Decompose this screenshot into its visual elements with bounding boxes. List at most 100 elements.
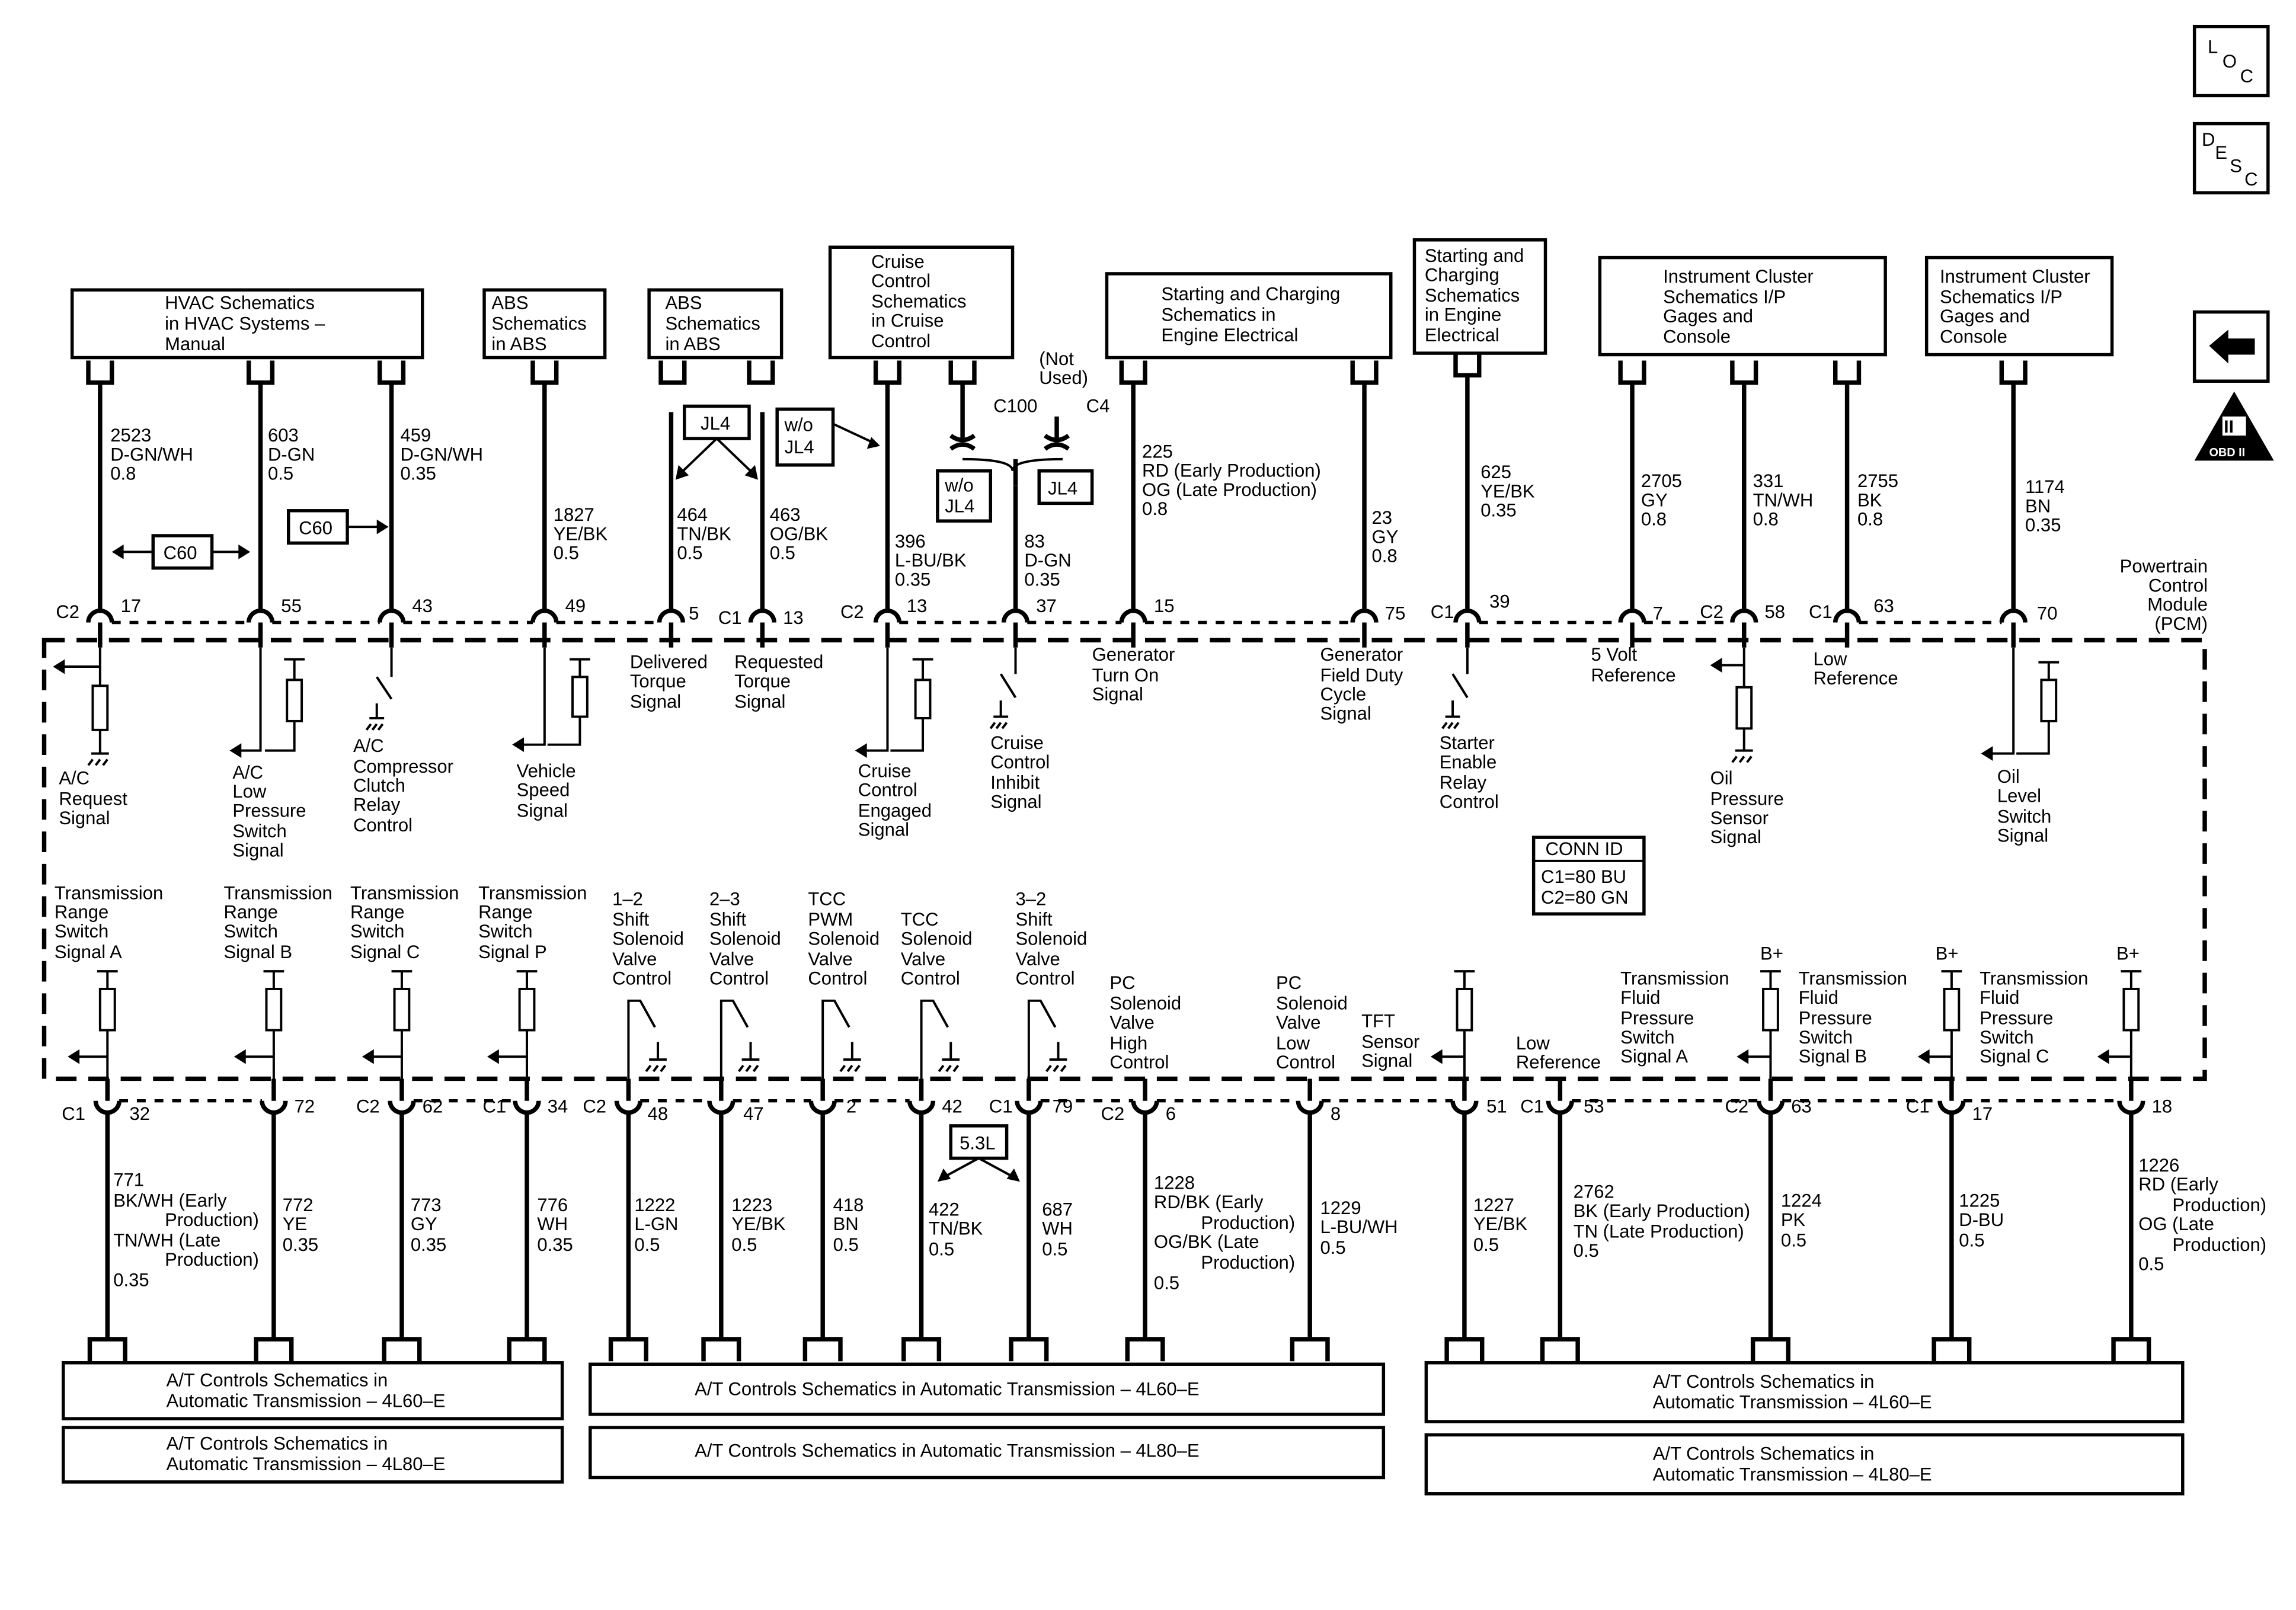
svg-text:OG/BK (Late: OG/BK (Late [1154, 1231, 1259, 1252]
svg-text:B+: B+ [2116, 943, 2140, 964]
svg-text:C1: C1 [989, 1096, 1013, 1117]
svg-text:Electrical: Electrical [1425, 325, 1499, 345]
back-arrow-button[interactable] [2192, 310, 2270, 383]
loc-button[interactable]: L O C [2192, 24, 2270, 98]
svg-text:Generator: Generator [1092, 644, 1175, 665]
svg-text:D-GN: D-GN [1024, 550, 1071, 571]
svg-text:Enable: Enable [1440, 751, 1497, 772]
svg-text:Pressure: Pressure [232, 800, 306, 821]
svg-text:Valve: Valve [901, 949, 945, 969]
ref-box-at-4l60e-center[interactable]: A/T Controls Schematics in Automatic Tra… [589, 1362, 1386, 1416]
svg-text:Signal: Signal [734, 692, 785, 712]
svg-text:5 Volt: 5 Volt [1591, 644, 1637, 665]
svg-text:Control: Control [1276, 1052, 1335, 1073]
svg-text:in ABS: in ABS [491, 334, 546, 354]
svg-text:Pressure: Pressure [1620, 1008, 1694, 1029]
ref-box-instrument-cluster-1[interactable]: Instrument Cluster Schematics I/P Gages … [1598, 255, 1887, 357]
svg-text:0.5: 0.5 [268, 463, 293, 484]
svg-text:YE/BK: YE/BK [1473, 1214, 1528, 1234]
svg-text:S: S [2230, 156, 2242, 177]
svg-text:49: 49 [565, 596, 586, 616]
ref-box-at-4l80e-left[interactable]: A/T Controls Schematics in Automatic Tra… [62, 1426, 564, 1484]
bottom-internal-circuits [68, 970, 2142, 1079]
svg-text:Speed: Speed [517, 780, 570, 801]
svg-text:Range: Range [350, 902, 404, 923]
svg-text:JL4: JL4 [785, 437, 814, 457]
ref-box-instrument-cluster-2[interactable]: Instrument Cluster Schematics I/P Gages … [1924, 255, 2114, 357]
svg-text:Module: Module [2147, 594, 2208, 615]
svg-text:Signal: Signal [232, 840, 283, 860]
svg-text:1222: 1222 [634, 1195, 675, 1215]
svg-text:Instrument Cluster: Instrument Cluster [1940, 266, 2090, 287]
svg-text:Fluid: Fluid [1799, 987, 1838, 1008]
svg-text:Torque: Torque [630, 671, 686, 692]
svg-text:0.5: 0.5 [2138, 1253, 2164, 1274]
obd-ii-button[interactable]: II OBD II [2194, 391, 2274, 461]
svg-text:0.35: 0.35 [1024, 569, 1060, 590]
svg-text:Switch: Switch [1997, 806, 2051, 827]
svg-text:Powertrain: Powertrain [2120, 556, 2208, 577]
svg-text:396: 396 [895, 531, 926, 552]
svg-text:RD (Early: RD (Early [2138, 1174, 2218, 1195]
svg-text:C1: C1 [1520, 1096, 1544, 1117]
svg-text:0.35: 0.35 [400, 463, 436, 484]
svg-text:Switch: Switch [55, 921, 108, 942]
svg-text:C2=80 GN: C2=80 GN [1541, 887, 1628, 908]
svg-text:Console: Console [1663, 327, 1731, 347]
bottom-signal-labels: Transmission Range Switch Signal A Trans… [55, 882, 2140, 1073]
svg-text:Valve: Valve [1016, 949, 1060, 969]
svg-text:Automatic Transmission – 4L80–: Automatic Transmission – 4L80–E [1653, 1464, 1932, 1484]
svg-text:Control: Control [1440, 791, 1499, 812]
svg-text:OG (Late: OG (Late [2138, 1214, 2214, 1234]
svg-text:Solenoid: Solenoid [1016, 928, 1088, 949]
svg-text:771: 771 [113, 1170, 144, 1190]
tag-jl4: JL4 [675, 404, 758, 480]
svg-text:0.5: 0.5 [833, 1234, 859, 1255]
svg-text:Switch: Switch [1980, 1027, 2033, 1048]
ref-box-starting-charging-2[interactable]: Starting and Charging Schematics in Engi… [1412, 238, 1547, 355]
tag-c60-b: C60 [287, 509, 389, 545]
ref-box-at-4l80e-center[interactable]: A/T Controls Schematics in Automatic Tra… [589, 1426, 1386, 1480]
svg-text:Control: Control [612, 968, 671, 988]
tag-wo-jl4: w/o JL4 [775, 407, 881, 467]
svg-text:C2: C2 [56, 601, 79, 622]
svg-text:Control: Control [871, 331, 930, 351]
ref-box-at-4l80e-right[interactable]: A/T Controls Schematics in Automatic Tra… [1424, 1433, 2185, 1496]
svg-text:70: 70 [2037, 603, 2058, 624]
svg-text:C4: C4 [1086, 395, 1110, 416]
svg-text:Transmission: Transmission [223, 882, 332, 903]
svg-text:Oil: Oil [1997, 766, 2020, 787]
svg-text:Signal A: Signal A [55, 942, 122, 962]
ref-box-at-4l60e-left[interactable]: A/T Controls Schematics in Automatic Tra… [62, 1361, 564, 1420]
desc-button[interactable]: D E S C [2192, 121, 2270, 195]
ref-box-cruise[interactable]: Cruise Control Schematics in Cruise Cont… [828, 245, 1015, 360]
svg-text:L-BU/WH: L-BU/WH [1320, 1217, 1398, 1237]
svg-text:Cruise: Cruise [990, 732, 1044, 753]
ref-box-starting-charging-1[interactable]: Starting and Charging Schematics in Engi… [1105, 272, 1393, 360]
svg-text:2762: 2762 [1574, 1182, 1614, 1202]
svg-text:Signal: Signal [1092, 684, 1143, 705]
ref-box-abs-2[interactable]: ABS Schematics in ABS [647, 288, 784, 360]
svg-text:Pressure: Pressure [1799, 1008, 1872, 1029]
svg-text:1–2: 1–2 [612, 888, 643, 909]
svg-text:687: 687 [1042, 1199, 1073, 1219]
ref-box-hvac[interactable]: HVAC Schematics in HVAC Systems – Manual [70, 288, 424, 360]
svg-text:13: 13 [783, 607, 804, 628]
svg-text:34: 34 [548, 1096, 568, 1117]
svg-text:A/T Controls Schematics in: A/T Controls Schematics in [1653, 1443, 1875, 1464]
ref-box-abs-1[interactable]: ABS Schematics in ABS [482, 288, 607, 360]
pcm-label: Powertrain Control Module (PCM) [2120, 556, 2208, 634]
svg-text:Schematics: Schematics [1425, 285, 1520, 306]
top-pin-labels: C2 17 55 43 49 5 C1 13 C2 13 37 15 75 C1… [56, 591, 2057, 628]
svg-text:Switch: Switch [223, 921, 277, 942]
svg-text:1226: 1226 [2138, 1155, 2179, 1176]
svg-text:43: 43 [412, 596, 433, 616]
svg-text:OBD II: OBD II [2209, 446, 2245, 459]
svg-text:0.8: 0.8 [1371, 546, 1397, 566]
svg-text:BK/WH (Early: BK/WH (Early [113, 1190, 227, 1211]
svg-text:1227: 1227 [1473, 1195, 1514, 1215]
svg-text:0.8: 0.8 [1641, 509, 1667, 530]
ref-box-at-4l60e-right[interactable]: A/T Controls Schematics in Automatic Tra… [1424, 1361, 2185, 1423]
svg-text:Schematics I/P: Schematics I/P [1663, 287, 1786, 308]
svg-text:37: 37 [1036, 596, 1057, 616]
